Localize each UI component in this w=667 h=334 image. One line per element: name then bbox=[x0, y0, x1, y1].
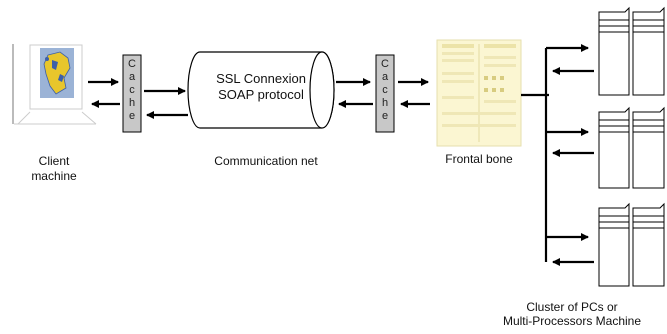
communication-net-label: Communication net bbox=[214, 154, 318, 168]
client-label-line2: machine bbox=[31, 169, 77, 183]
cache-letter: e bbox=[128, 110, 136, 122]
cluster-label-line2: Multi-Processors Machine bbox=[502, 314, 642, 328]
frontal-bone-icon bbox=[436, 39, 522, 147]
frontal-bone-label: Frontal bone bbox=[445, 152, 513, 166]
cache-label-client-side: C a c h e bbox=[123, 58, 141, 123]
client-label-line1: Client bbox=[38, 154, 70, 168]
cache-letter: C bbox=[128, 58, 136, 70]
cache-label-server-side: C a c h e bbox=[376, 58, 394, 123]
cache-box-client-side bbox=[122, 54, 142, 133]
cache-box-server-side bbox=[375, 54, 395, 133]
tunnel-label-line1: SSL Connexion bbox=[216, 71, 306, 86]
server-group-1-icon bbox=[598, 6, 665, 96]
client-machine-icon bbox=[12, 44, 97, 125]
server-group-2-icon bbox=[598, 106, 665, 189]
cluster-label-line1: Cluster of PCs or bbox=[526, 300, 618, 314]
europe-map-icon bbox=[40, 48, 74, 98]
cache-letter: e bbox=[381, 110, 389, 122]
cache-letter: a bbox=[381, 71, 389, 83]
ssl-tunnel-cylinder bbox=[187, 51, 335, 129]
cache-letter: C bbox=[381, 58, 389, 70]
server-group-3-icon bbox=[598, 202, 665, 287]
cache-letter: a bbox=[128, 71, 136, 83]
cache-letter: c bbox=[129, 84, 135, 96]
cluster-bus bbox=[521, 48, 549, 262]
cache-letter: h bbox=[128, 97, 136, 109]
tunnel-label-line2: SOAP protocol bbox=[218, 87, 304, 102]
cache-letter: c bbox=[382, 84, 388, 96]
cache-letter: h bbox=[381, 97, 389, 109]
